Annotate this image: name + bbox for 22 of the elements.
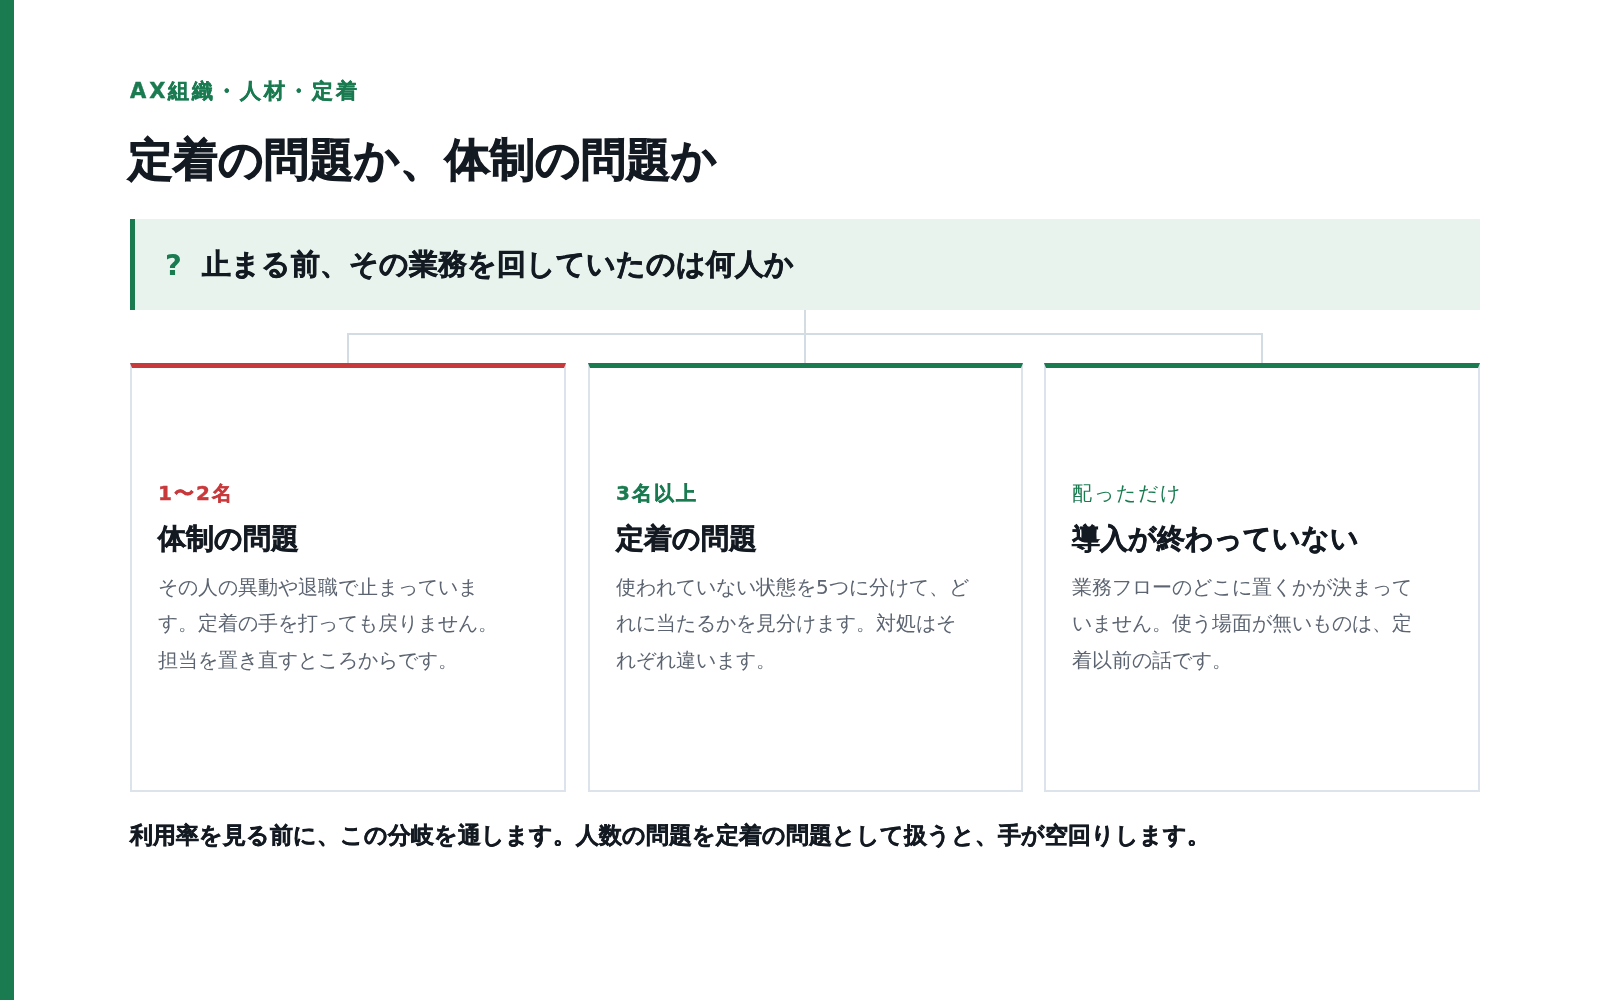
card-heading: 体制の問題 — [158, 520, 299, 556]
branch-card — [588, 363, 1023, 792]
connector-line — [804, 333, 806, 364]
category-label: AX組織・人材・定着 — [130, 78, 361, 105]
card-tag: 配っただけ — [1072, 479, 1182, 507]
question-text: 止まる前、その業務を回していたのは何人か — [201, 245, 794, 283]
card-description: その人の異動や退職で止まっています。定着の手を打っても戻りません。担当を置き直すところからです。 — [158, 573, 499, 674]
question-mark: ? — [165, 247, 182, 282]
card-tag: 1〜2名 — [158, 479, 234, 507]
card-heading: 定着の問題 — [616, 520, 757, 556]
card-description: 業務フローのどこに置くかが決まっていません。使う場面が無いものは、定着以前の話です。 — [1072, 573, 1413, 674]
card-description: 使われていない状態を5つに分けて、どれに当たるかを見分けます。対処はそれぞれ違います。 — [616, 573, 970, 674]
connector-line — [804, 309, 806, 335]
connector-line — [804, 333, 1263, 364]
footer-note: 利用率を見る前に、この分岐を通します。人数の問題を定着の問題として扱うと、手が空回りします。 — [130, 821, 1210, 850]
branch-card — [130, 363, 566, 792]
question-banner — [130, 219, 1480, 310]
card-tag: 3名以上 — [616, 479, 698, 507]
page-title: 定着の問題か、体制の問題か — [128, 133, 717, 187]
branch-card — [1044, 363, 1480, 792]
card-heading: 導入が終わっていない — [1072, 520, 1359, 556]
connector-line — [347, 333, 806, 364]
